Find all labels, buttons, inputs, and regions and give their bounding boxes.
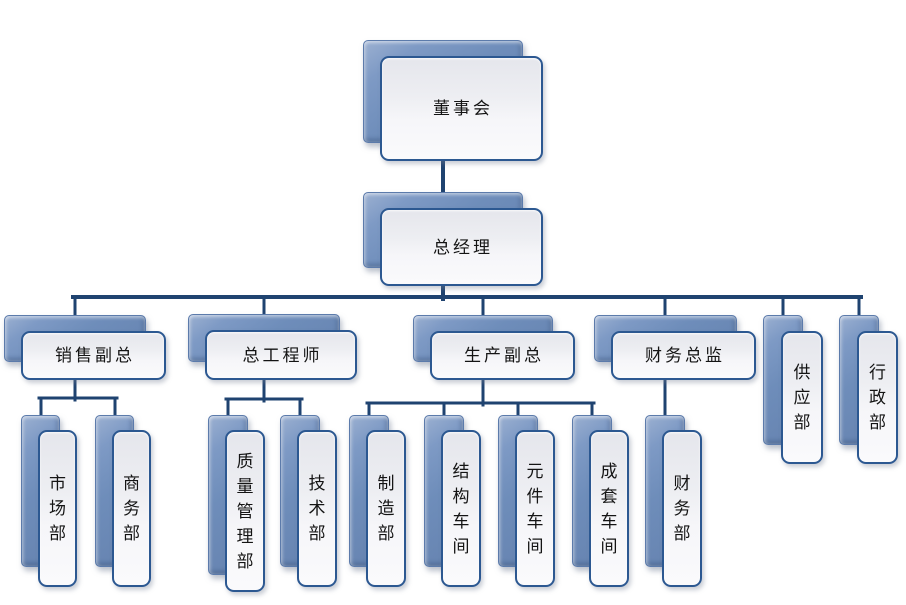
label-char: 管 <box>236 501 254 521</box>
org-node-chief-engineer[interactable]: 总工程师 <box>205 330 357 380</box>
org-node-label-chief-engineer: 总工程师 <box>242 345 323 365</box>
org-node-production-vp[interactable]: 生产副总 <box>430 331 575 380</box>
org-node-label-production-vp: 生产副总 <box>464 346 544 365</box>
label-char: 应 <box>793 388 811 407</box>
label-char: 间 <box>600 536 618 556</box>
org-node-label-admin-dept: 行政部 <box>869 364 886 431</box>
label-char: 商 <box>123 474 140 493</box>
label-char: 质 <box>236 451 254 471</box>
org-node-label-complete-set-workshop: 成套车间 <box>601 463 618 555</box>
org-node-sales-vp[interactable]: 销售副总 <box>21 331 166 380</box>
label-char: 技 <box>308 474 326 493</box>
org-node-label-commerce-dept: 商务部 <box>123 475 140 542</box>
org-node-finance-director[interactable]: 财务总监 <box>611 331 756 380</box>
org-node-commerce-dept[interactable]: 商务部 <box>112 430 151 587</box>
label-char: 行 <box>869 363 886 382</box>
org-node-tech-dept[interactable]: 技术部 <box>297 430 337 587</box>
org-node-finance-dept[interactable]: 财务部 <box>662 430 702 587</box>
org-node-admin-dept[interactable]: 行政部 <box>857 331 898 464</box>
label-char: 部 <box>869 413 886 432</box>
label-char: 成 <box>600 461 618 481</box>
label-char: 部 <box>673 524 691 543</box>
label-char: 套 <box>600 486 618 506</box>
org-node-label-component-workshop: 元件车间 <box>527 463 544 555</box>
org-node-label-marketing-dept: 市场部 <box>49 475 66 542</box>
label-char: 政 <box>869 388 886 407</box>
org-node-general-manager[interactable]: 总经理 <box>380 208 543 286</box>
label-char: 车 <box>452 511 470 531</box>
org-node-complete-set-workshop[interactable]: 成套车间 <box>589 430 629 587</box>
label-char: 元 <box>526 461 544 481</box>
label-char: 部 <box>123 524 140 543</box>
label-char: 理 <box>236 526 254 546</box>
org-node-label-general-manager: 总经理 <box>433 237 493 257</box>
org-node-manufacturing-dept[interactable]: 制造部 <box>366 430 406 587</box>
label-char: 部 <box>793 413 811 432</box>
org-node-board[interactable]: 董事会 <box>380 56 543 161</box>
label-char: 量 <box>236 476 254 496</box>
org-node-label-quality-mgmt-dept: 质量管理部 <box>237 453 254 570</box>
org-node-label-supply-dept: 供应部 <box>794 364 811 431</box>
org-node-label-sales-vp: 销售副总 <box>55 346 135 365</box>
label-char: 务 <box>673 499 691 518</box>
org-node-label-board: 董事会 <box>433 99 493 118</box>
label-char: 制 <box>377 474 395 493</box>
org-node-label-structure-workshop: 结构车间 <box>453 463 470 555</box>
label-char: 部 <box>49 524 66 543</box>
label-char: 间 <box>526 536 544 556</box>
label-char: 车 <box>526 511 544 531</box>
label-char: 部 <box>377 524 395 543</box>
org-node-quality-mgmt-dept[interactable]: 质量管理部 <box>225 430 265 592</box>
org-node-label-finance-dept: 财务部 <box>674 475 691 542</box>
label-char: 市 <box>49 474 66 493</box>
org-node-marketing-dept[interactable]: 市场部 <box>38 430 77 587</box>
label-char: 部 <box>236 551 254 571</box>
label-char: 场 <box>49 499 66 518</box>
label-char: 供 <box>793 363 811 382</box>
label-char: 务 <box>123 499 140 518</box>
label-char: 构 <box>452 486 470 506</box>
org-node-structure-workshop[interactable]: 结构车间 <box>441 430 481 587</box>
label-char: 造 <box>377 499 395 518</box>
label-char: 件 <box>526 486 544 506</box>
org-node-label-finance-director: 财务总监 <box>645 346 725 365</box>
org-node-supply-dept[interactable]: 供应部 <box>781 331 823 464</box>
label-char: 车 <box>600 511 618 531</box>
org-node-component-workshop[interactable]: 元件车间 <box>515 430 555 587</box>
label-char: 间 <box>452 536 470 556</box>
label-char: 结 <box>452 461 470 481</box>
label-char: 财 <box>673 474 691 493</box>
label-char: 术 <box>308 499 326 518</box>
org-node-label-manufacturing-dept: 制造部 <box>378 475 395 542</box>
label-char: 部 <box>308 524 326 543</box>
org-node-label-tech-dept: 技术部 <box>309 475 326 542</box>
